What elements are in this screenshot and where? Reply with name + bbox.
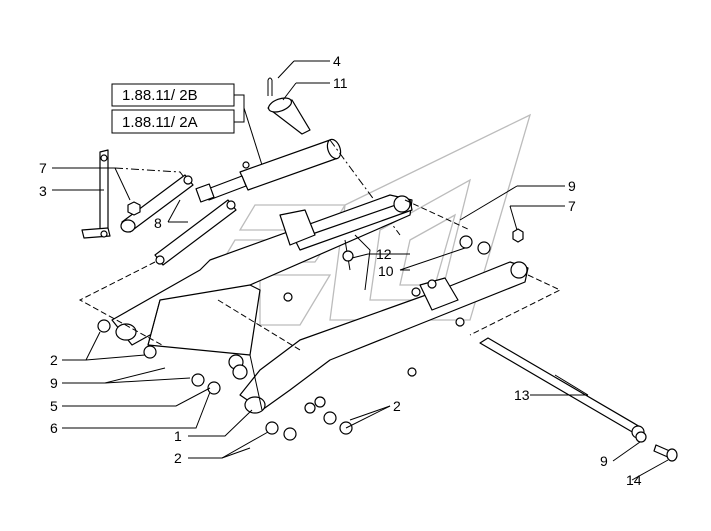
callout-7-right: 7 xyxy=(568,198,576,214)
reference-box-2a: 1.88.11/ 2A xyxy=(111,109,235,134)
reference-text-2b: 1.88.11/ 2B xyxy=(122,87,198,104)
washer-9-right xyxy=(635,431,647,443)
reference-text-2a: 1.88.11/ 2A xyxy=(122,114,198,131)
callout-2-left: 2 xyxy=(50,352,58,368)
lever-3 xyxy=(81,149,111,239)
leader-lines xyxy=(52,60,669,481)
callout-9-top: 9 xyxy=(568,178,576,194)
reference-leader xyxy=(243,107,263,166)
callout-14: 14 xyxy=(626,472,642,488)
callout-11: 11 xyxy=(333,75,348,91)
callout-2-right: 2 xyxy=(393,398,401,414)
dash-line-top xyxy=(404,199,471,231)
callout-7-left: 7 xyxy=(39,160,47,176)
callout-6: 6 xyxy=(50,420,58,436)
callout-2-bottom: 2 xyxy=(174,450,182,466)
pin-11 xyxy=(267,97,311,135)
dash-line-left xyxy=(78,261,163,346)
bolt-14 xyxy=(653,444,678,462)
dash-line-mid xyxy=(217,299,301,351)
callout-1: 1 xyxy=(174,428,182,444)
nut-7-left xyxy=(127,201,141,216)
callout-3: 3 xyxy=(39,183,47,199)
bushings xyxy=(97,235,491,441)
nut-7-right xyxy=(512,228,524,243)
clip-4 xyxy=(267,77,273,96)
callout-4: 4 xyxy=(333,53,341,69)
dash-line-right xyxy=(469,274,562,336)
link-8-lower xyxy=(154,199,237,266)
callout-12: 12 xyxy=(376,246,392,262)
callout-10: 10 xyxy=(378,263,394,279)
callout-9-left: 9 xyxy=(50,375,58,391)
swing-frame xyxy=(111,194,529,414)
bar-13 xyxy=(479,337,645,439)
callout-5: 5 xyxy=(50,398,58,414)
link-8-upper xyxy=(120,174,194,233)
callout-9-bottom: 9 xyxy=(600,453,608,469)
callout-8: 8 xyxy=(154,215,162,231)
reference-box-2b: 1.88.11/ 2B xyxy=(111,83,235,107)
callout-13: 13 xyxy=(514,387,530,403)
reference-bracket xyxy=(234,94,245,123)
hydraulic-cylinder xyxy=(195,138,342,203)
